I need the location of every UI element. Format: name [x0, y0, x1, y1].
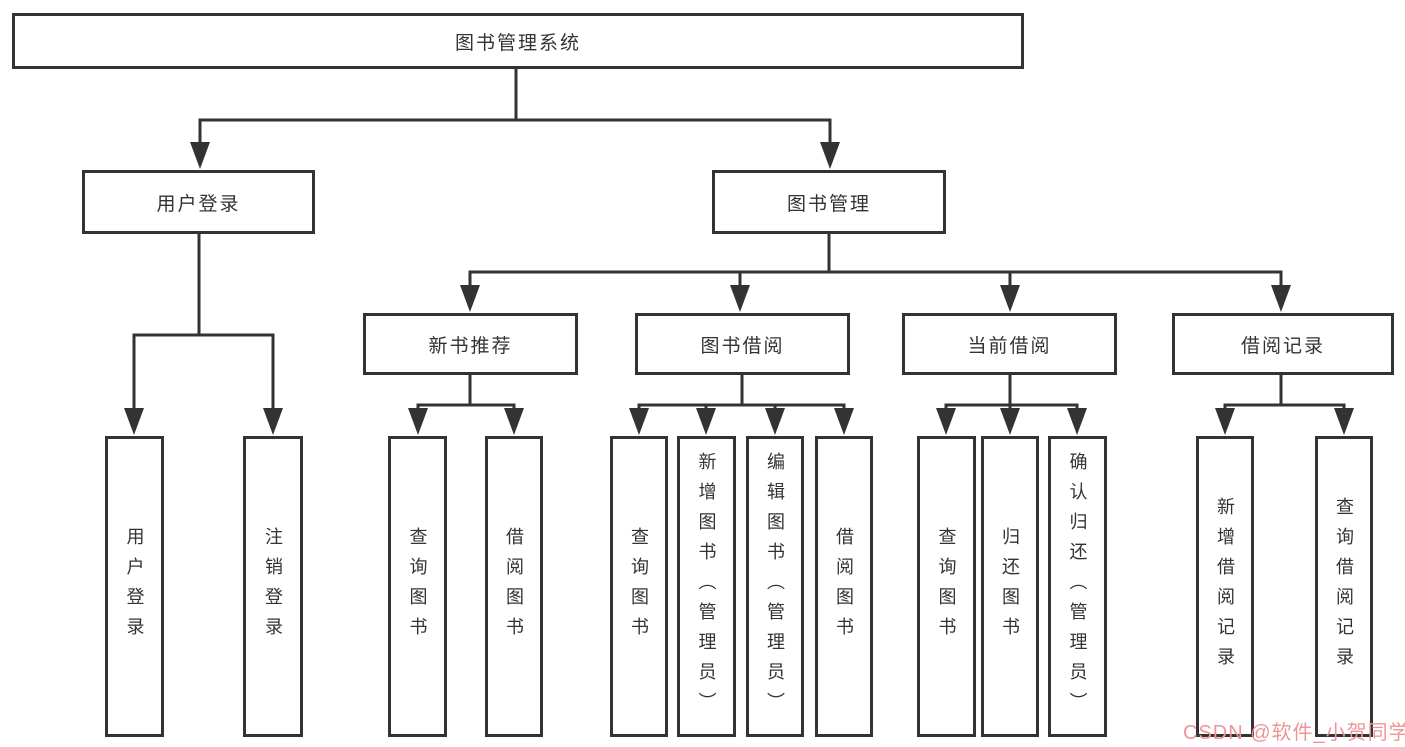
node-borrow-records: 借阅记录	[1172, 313, 1394, 375]
node-book-management: 图书管理	[712, 170, 946, 234]
leaf-user-login: 用户登录	[105, 436, 164, 737]
leaf-logout-label: 注销登录	[263, 526, 283, 647]
node-library-system-label: 图书管理系统	[454, 32, 581, 54]
leaf-query-borrow-record: 查询借阅记录	[1315, 436, 1373, 737]
node-book-borrow: 图书借阅	[635, 313, 850, 375]
leaf-query-books-borrow: 查询图书	[610, 436, 668, 737]
leaf-return-books-label: 归还图书	[1000, 526, 1020, 647]
leaf-add-borrow-record: 新增借阅记录	[1196, 436, 1254, 737]
leaf-borrow-books-recommend-label: 借阅图书	[504, 526, 524, 647]
leaf-return-books: 归还图书	[981, 436, 1039, 737]
node-current-borrow-label: 当前借阅	[967, 335, 1052, 357]
arrowheads	[124, 142, 1354, 435]
leaf-query-books-current: 查询图书	[917, 436, 976, 737]
leaf-edit-books-admin: 编辑图书（管理员）	[746, 436, 804, 737]
leaf-add-borrow-record-label: 新增借阅记录	[1215, 496, 1235, 677]
leaf-query-books-current-label: 查询图书	[936, 526, 957, 647]
leaf-query-books-recommend-label: 查询图书	[407, 526, 428, 647]
node-borrow-records-label: 借阅记录	[1240, 335, 1325, 357]
leaf-query-borrow-record-label: 查询借阅记录	[1334, 496, 1354, 677]
leaf-confirm-return-admin: 确认归还（管理员）	[1048, 436, 1107, 737]
leaf-query-books-borrow-label: 查询图书	[629, 526, 649, 647]
leaf-logout: 注销登录	[243, 436, 303, 737]
node-new-book-recommend: 新书推荐	[363, 313, 578, 375]
node-user-login: 用户登录	[82, 170, 315, 234]
node-library-system: 图书管理系统	[12, 13, 1024, 69]
leaf-add-books-admin: 新增图书（管理员）	[677, 436, 736, 737]
leaf-confirm-return-admin-label: 确认归还（管理员）	[1067, 451, 1088, 722]
node-book-management-label: 图书管理	[786, 193, 871, 215]
leaf-borrow-books-recommend: 借阅图书	[485, 436, 543, 737]
node-new-book-recommend-label: 新书推荐	[428, 335, 513, 357]
leaf-borrow-books: 借阅图书	[815, 436, 873, 737]
leaf-borrow-books-label: 借阅图书	[834, 526, 854, 647]
csdn-watermark: CSDN @软件_小贺同学	[1183, 722, 1405, 744]
node-user-login-label: 用户登录	[156, 193, 241, 215]
leaf-edit-books-admin-label: 编辑图书（管理员）	[765, 451, 785, 722]
node-current-borrow: 当前借阅	[902, 313, 1117, 375]
leaf-query-books-recommend: 查询图书	[388, 436, 447, 737]
node-book-borrow-label: 图书借阅	[700, 335, 785, 357]
leaf-add-books-admin-label: 新增图书（管理员）	[696, 451, 717, 722]
leaf-user-login-label: 用户登录	[124, 526, 145, 647]
